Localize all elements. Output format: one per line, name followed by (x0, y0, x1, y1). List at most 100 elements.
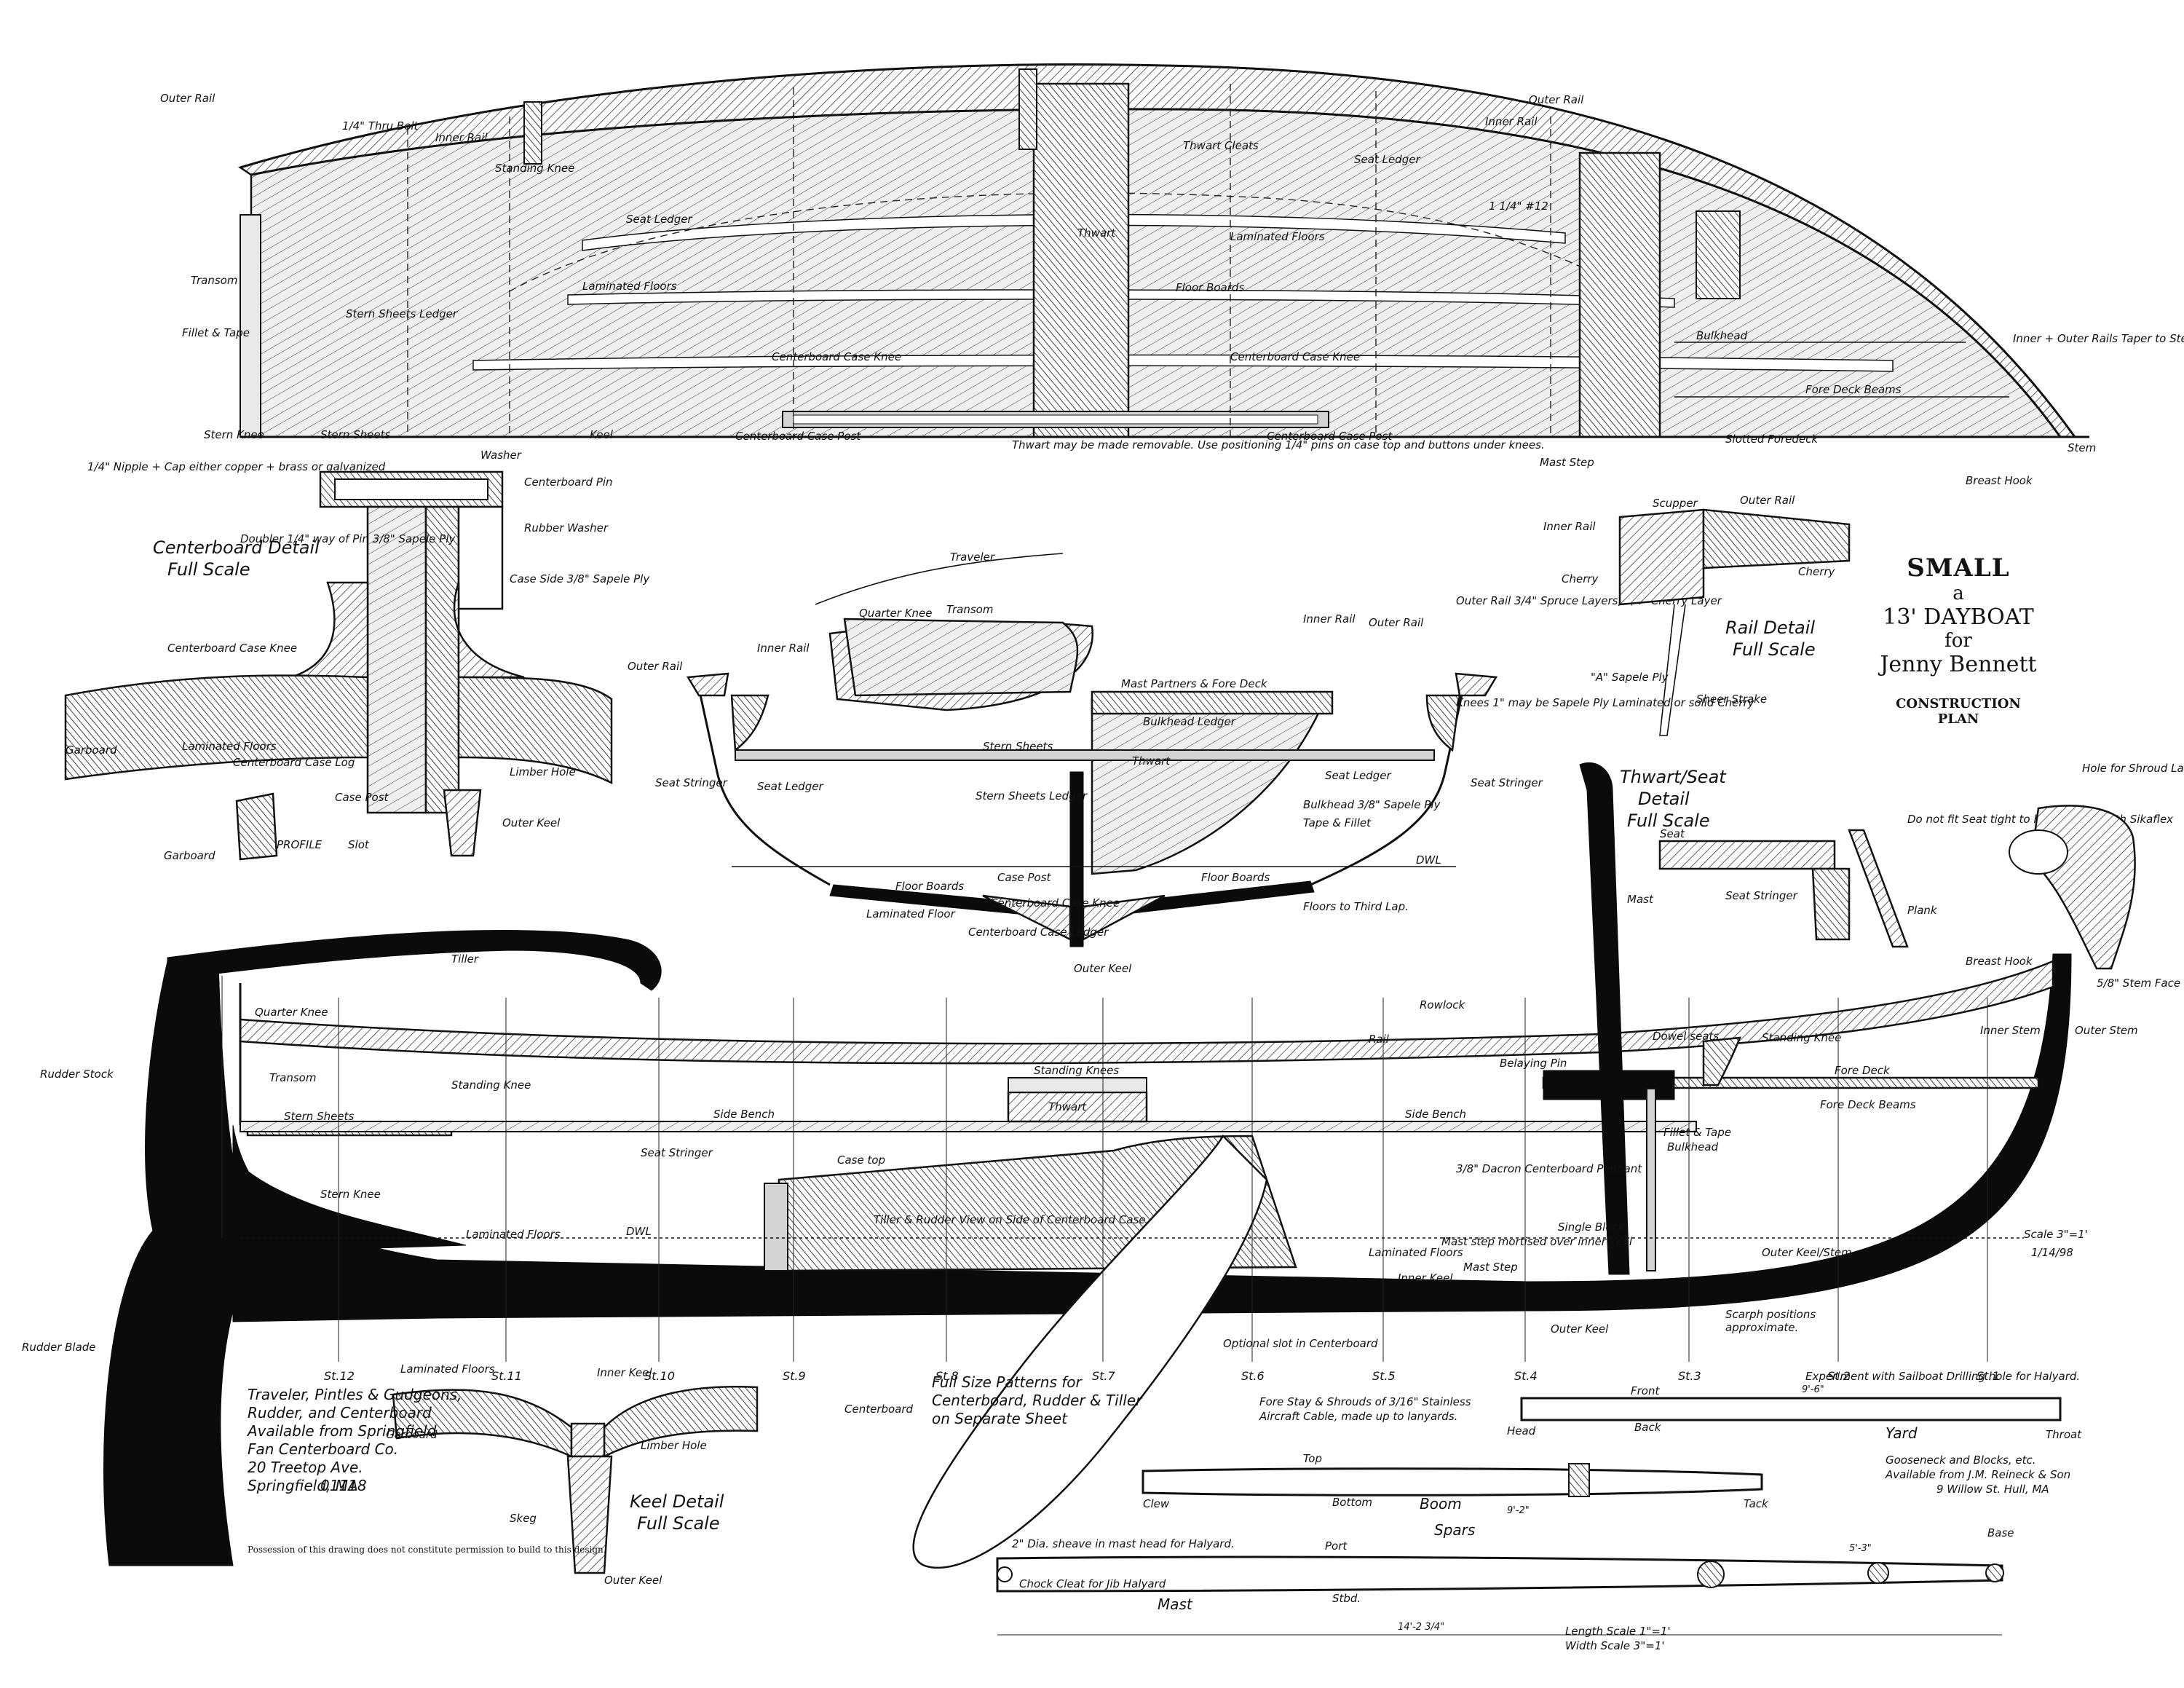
prof-label-standing-knee-fwd: Standing Knee (1762, 1031, 1841, 1044)
gooseneck-note: Gooseneck and Blocks, etc. Available fro… (1885, 1454, 2070, 1496)
stem-head-fitting (2009, 829, 2068, 875)
sec-label-floor-boards: Floor Boards (895, 880, 964, 893)
title-for: for (1944, 630, 1972, 652)
prof-label-rail: Rail (1369, 1033, 1390, 1046)
plan-floorboard-band-3 (582, 213, 1566, 251)
section-case-post (1069, 771, 1084, 947)
boom-spar (1142, 1467, 1763, 1496)
cb-label-laminated-floors: Laminated Floors (182, 740, 277, 753)
cb-label-washer: Washer (480, 449, 522, 462)
section-outer-rail-right (1455, 672, 1498, 697)
profile-view: St.12 St.11 St.10 St.9 St.8 St.7 St.6 St… (22, 762, 2138, 1569)
sec-label-outer-keel: Outer Keel (1074, 962, 1132, 975)
plan-label-slotted-foredeck: Slotted Foredeck (1725, 433, 1819, 446)
profile-side-bench (240, 1121, 1697, 1132)
plan-label-cb-case-post-2: Centerboard Case Post (1267, 430, 1393, 443)
cb-label-outer-keel: Outer Keel (502, 816, 561, 829)
plan-label-laminated-floors-fwd: Laminated Floors (1230, 230, 1325, 243)
prof-label-dwl: DWL (626, 1225, 652, 1238)
boom-label-tack: Tack (1744, 1497, 1769, 1510)
mast-label-cleat: Chock Cleat for Jib Halyard (1019, 1577, 1166, 1590)
yard-label-len: 9'-6" (1802, 1384, 1824, 1395)
section-outer-rail-left (686, 672, 729, 697)
prof-label-rudder-blade: Rudder Blade (22, 1341, 96, 1354)
title-a: a (1952, 583, 1964, 604)
thwart-detail-sub1: Detail (1638, 789, 1690, 809)
sec-label-outer-rail: Outer Rail (628, 660, 683, 673)
thwart-detail-stringer (1811, 867, 1851, 941)
prof-label-seat-stringer: Seat Stringer (641, 1146, 713, 1159)
rail-detail: Rail Detail Full Scale Inner Rail Outer … (1543, 494, 1851, 736)
patterns-note-1: Centerboard, Rudder & Tiller (932, 1392, 1143, 1409)
plan-standing-knee-aft (523, 101, 542, 165)
cb-label-case-log: Centerboard Case Log (233, 756, 355, 769)
boom-section (1568, 1463, 1590, 1497)
prof-label-thwart: Thwart (1048, 1100, 1087, 1113)
prof-label-stern-sheets: Stern Sheets (284, 1110, 354, 1123)
keel-detail: Laminated Floors Inner Keel Garboard Lim… (386, 1362, 759, 1587)
sec-label-cb-case-knee: Centerboard Case Knee (990, 896, 1120, 910)
rail-detail-plank (1659, 604, 1686, 736)
plan-label-outer-rail-fwd: Outer Rail (1529, 93, 1584, 106)
hw-note-1: Rudder, and Centerboard (248, 1404, 432, 1421)
station-label-10: St.10 (644, 1369, 675, 1383)
profile-tiller (167, 929, 662, 991)
keel-detail-title: Keel Detail (630, 1491, 724, 1512)
prof-label-laminated-floors: Laminated Floors (466, 1228, 561, 1241)
mast-label-base-len: 5'-3" (1849, 1543, 1872, 1554)
plan-label-bulkhead: Bulkhead (1696, 329, 1748, 342)
stem-head-shape (2030, 805, 2136, 970)
sec-label-knees-note: Knees 1" may be Sapele Ply Laminated or … (1456, 696, 1755, 709)
cb-label-case-post: Case Post (335, 791, 389, 804)
plan-label-outer-rail: Outer Rail (160, 92, 215, 105)
plan-station-lines (407, 84, 1551, 437)
plan-label-breast-hook: Breast Hook (1966, 474, 2033, 487)
plan-label-thwart-cleats: Thwart Cleats (1183, 139, 1259, 152)
sec-label-cb-case-ledger: Centerboard Case Ledger (968, 926, 1109, 939)
rail-label-outer-rail: Outer Rail (1740, 494, 1795, 507)
plan-label-fillet-tape: Fillet & Tape (182, 326, 250, 339)
plan-hull-body (250, 108, 2062, 438)
plan-standing-knee-fwd (1696, 210, 1741, 299)
rail-label-scupper: Scupper (1653, 497, 1698, 510)
boom-label-clew: Clew (1143, 1497, 1170, 1510)
boom-label-len: 9'-2" (1507, 1505, 1530, 1516)
prof-label-stern-knee: Stern Knee (320, 1188, 381, 1201)
stem-head-detail: Hole for Shroud Lanyard 5/8" Stem Face (2009, 762, 2184, 990)
profile-standing-knee-fwd (1702, 1036, 1741, 1086)
station-label-7: St.7 (1092, 1369, 1116, 1383)
profile-bulkhead (1646, 1088, 1656, 1271)
prof-label-optional-slot: Optional slot in Centerboard (1223, 1337, 1378, 1350)
gn-note-1: Available from J.M. Reineck & Son (1885, 1468, 2070, 1481)
mast-label-port: Port (1325, 1539, 1348, 1553)
cb-detail-subtitle: Full Scale (167, 559, 250, 580)
section-laminated-floor (982, 894, 1166, 942)
profile-rudder-blade (103, 961, 252, 1566)
prof-label-standing-knees: Standing Knees (1034, 1064, 1119, 1077)
gn-note-0: Gooseneck and Blocks, etc. (1886, 1454, 2036, 1467)
prof-label-scale: Scale 3"=1' (2024, 1228, 2088, 1241)
shrouds-note-1: Aircraft Cable, made up to lanyards. (1259, 1410, 1457, 1423)
sec-label-floor-boards-r: Floor Boards (1201, 871, 1270, 884)
prof-label-quarter-knee: Quarter Knee (255, 1006, 328, 1019)
hw-note-2: Available from Springfield (246, 1422, 437, 1440)
prof-label-outer-stem: Outer Stem (2075, 1024, 2138, 1037)
rail-label-inner-rail: Inner Rail (1543, 520, 1596, 533)
yard-label-head: Head (1507, 1424, 1536, 1437)
hw-note-4: 20 Treetop Ave. (248, 1459, 363, 1476)
hw-note-5: Springfield, MA (248, 1477, 358, 1494)
rail-label-sheer-strake: Sheer Strake (1696, 693, 1767, 706)
yard-label-front: Front (1631, 1384, 1660, 1397)
prof-label-date: 1/14/98 (2031, 1246, 2073, 1259)
cb-laminated-floors-right (457, 676, 613, 785)
cb-label-nipple: 1/4" Nipple + Cap either copper + brass … (87, 460, 386, 473)
prof-label-rowlock: Rowlock (1420, 998, 1465, 1011)
cb-label-garboard: Garboard (66, 744, 117, 757)
cb-case-side-right (424, 505, 460, 814)
prof-label-fore-deck-beams: Fore Deck Beams (1820, 1098, 1916, 1111)
sec-label-inner-rail: Inner Rail (757, 642, 810, 655)
sec-label-stern-sheets-ledger: Stern Sheets Ledger (976, 789, 1088, 802)
cb-label-pin: Centerboard Pin (524, 476, 613, 489)
plan-label-cb-case-post: Centerboard Case Post (735, 430, 861, 443)
